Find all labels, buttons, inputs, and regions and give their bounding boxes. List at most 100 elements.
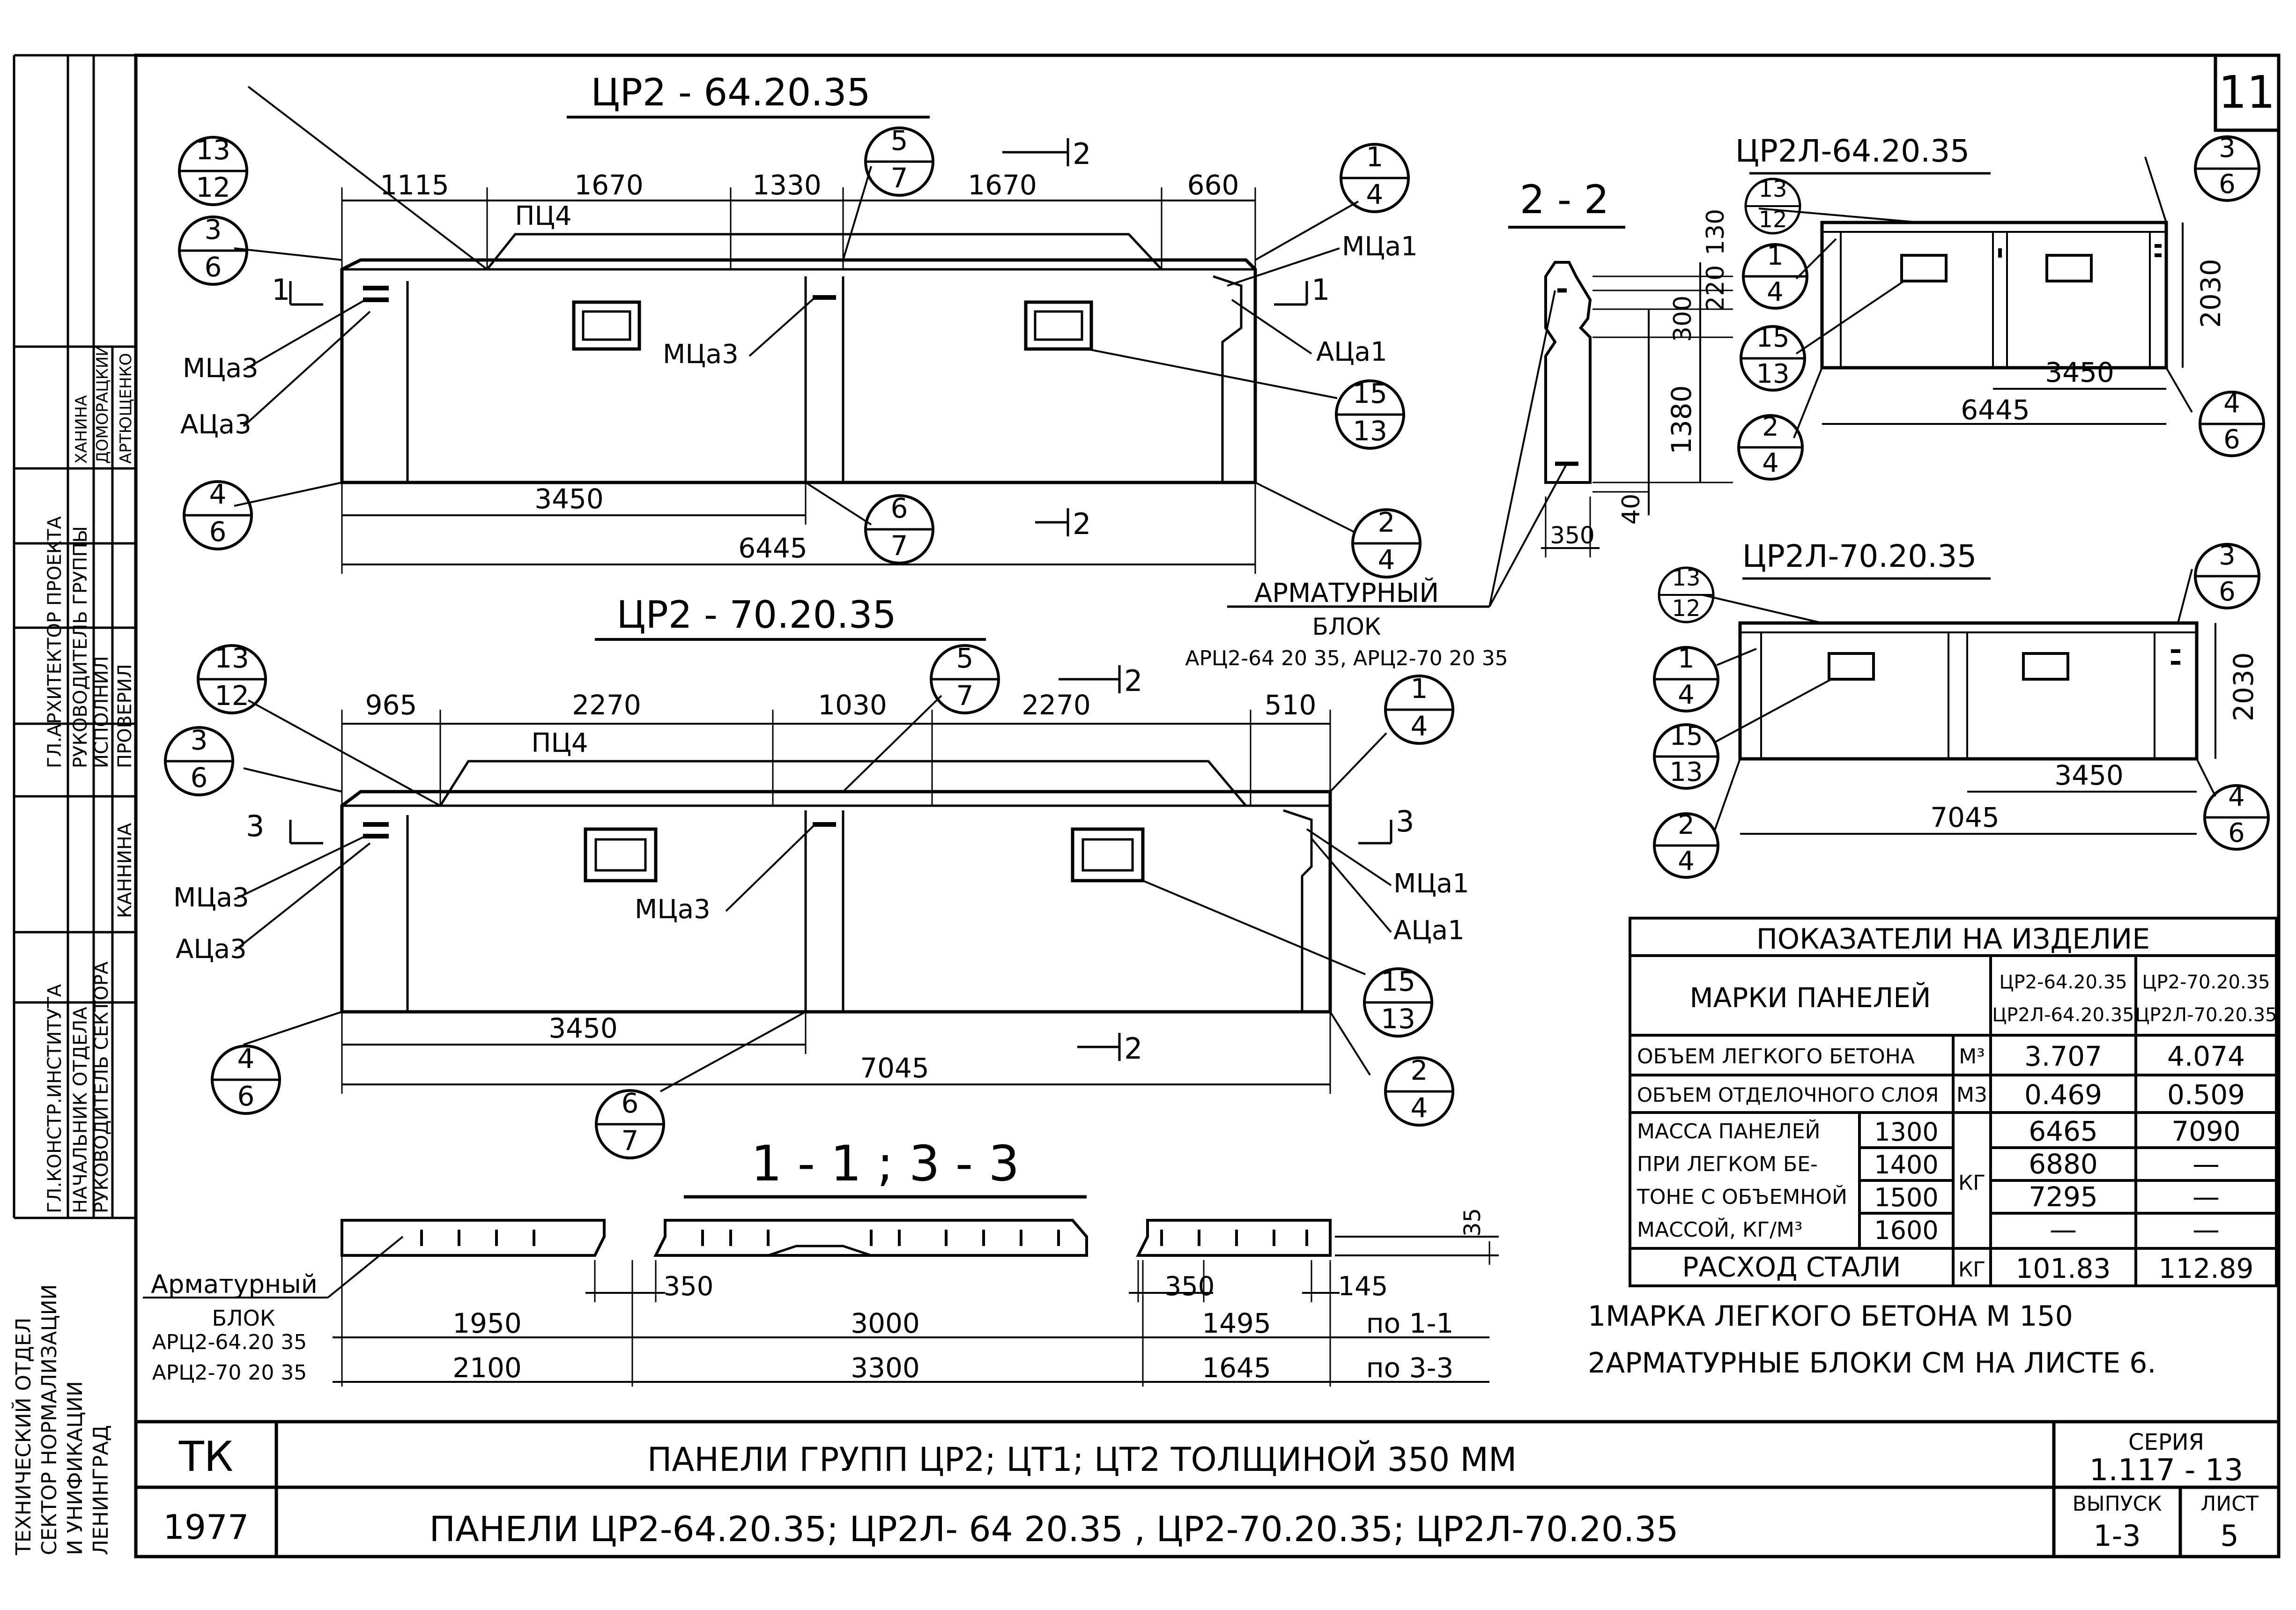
panel1-dim-total: 6445 <box>738 532 807 564</box>
panel1-dim-5: 660 <box>1187 169 1239 201</box>
indicators-row2-v2: 0.509 <box>2167 1079 2245 1111</box>
svg-text:6: 6 <box>2228 818 2245 848</box>
indicators-mass-3-v2: — <box>2192 1181 2220 1213</box>
section11-armature-mark2: АРЦ2-70 20 35 <box>152 1361 307 1385</box>
indicators-row2-label: ОБЪЕМ ОТДЕЛОЧНОГО СЛОЯ <box>1637 1083 1939 1106</box>
section22-armature-marks: АРЦ2-64 20 35, АРЦ2-70 20 35 <box>1185 646 1508 670</box>
svg-text:5: 5 <box>956 642 974 674</box>
svg-text:7: 7 <box>891 162 908 194</box>
svg-text:2: 2 <box>1411 1054 1428 1086</box>
panel1-sec-1b: 1 <box>1311 273 1330 307</box>
sheet-number-box <box>2214 53 2281 132</box>
svg-text:6: 6 <box>191 762 208 794</box>
stamp-name-3: ДОМОРАЦКИЙ <box>93 344 112 464</box>
panel-cr2l-70: ЦР2Л-70.20.35 3450 7045 2030 13 12 <box>1653 538 2270 879</box>
section22-dim-40: 40 <box>1617 494 1645 525</box>
svg-text:6: 6 <box>2219 169 2236 200</box>
indicators-marks-label: МАРКИ ПАНЕЛЕЙ <box>1690 981 1931 1014</box>
panel4-bubble-15-13: 15 13 <box>1653 721 1719 790</box>
stamp-name-4: АРТЮЩЕНКО <box>117 353 135 464</box>
svg-text:13: 13 <box>1758 176 1787 202</box>
svg-text:13: 13 <box>1353 415 1387 447</box>
indicators-mass-1-v2: 7090 <box>2171 1115 2241 1147</box>
panel4-bubble-1-4: 1 4 <box>1653 644 1719 712</box>
svg-text:3: 3 <box>191 724 208 756</box>
svg-text:7: 7 <box>891 530 908 562</box>
panel1-ptsch: ПЦ4 <box>515 201 571 231</box>
panel3-dim-total: 6445 <box>1961 394 2030 426</box>
panel2-label-aca1: АЦа1 <box>1393 915 1465 946</box>
svg-text:4: 4 <box>1762 448 1779 478</box>
panel2-title: ЦР2 - 70.20.35 <box>616 593 896 637</box>
panel3-bubble-13-12: 13 12 <box>1744 176 1801 235</box>
indicators-col1-a: ЦР2-64.20.35 <box>1999 972 2127 993</box>
svg-text:6: 6 <box>237 1080 255 1112</box>
stamp-role-1: ГЛ.АРХИТЕКТОР ПРОЕКТА <box>44 516 66 768</box>
indicators-col1-b: ЦР2Л-64.20.35 <box>1992 1004 2134 1026</box>
panel3-bubble-15-13: 15 13 <box>1740 323 1806 392</box>
indicators-mass-line3: ТОНЕ С ОБЪЕМНОЙ <box>1637 1184 1847 1209</box>
panel2-dim-4: 2270 <box>1022 689 1091 721</box>
svg-text:2: 2 <box>1762 412 1779 442</box>
panel1-bubble-1-4: 1 4 <box>1340 141 1410 213</box>
section11-title: 1 - 1 ; 3 - 3 <box>751 1135 1019 1192</box>
panel4-dim-3450: 3450 <box>2054 759 2124 791</box>
title-block-title2: ПАНЕЛИ ЦР2-64.20.35; ЦР2Л- 64 20.35 , ЦР… <box>429 1509 1678 1550</box>
svg-text:15: 15 <box>1381 965 1415 997</box>
panel1-sec-1a: 1 <box>272 273 290 307</box>
panel2-dim-2: 2270 <box>572 689 641 721</box>
note-2: 2АРМАТУРНЫЕ БЛОКИ СМ НА ЛИСТЕ 6. <box>1588 1347 2156 1380</box>
svg-text:12: 12 <box>196 171 230 203</box>
title-block-sheet-label: ЛИСТ <box>2200 1492 2259 1516</box>
section-1-1-3-3: 1 - 1 ; 3 - 3 <box>143 1135 1499 1387</box>
panel3-bubble-4-6: 4 6 <box>2199 388 2265 457</box>
svg-text:12: 12 <box>215 680 249 712</box>
indicators-row1-unit: М³ <box>1959 1045 1985 1068</box>
indicators-density-3: 1500 <box>1874 1183 1938 1212</box>
svg-text:7: 7 <box>956 680 974 712</box>
panel1-bubble-4-6: 4 6 <box>183 478 253 550</box>
svg-text:13: 13 <box>1381 1003 1415 1035</box>
svg-text:13: 13 <box>1756 359 1789 389</box>
indicators-density-2: 1400 <box>1874 1150 1938 1180</box>
panel1-label-aca3: АЦа3 <box>180 409 252 440</box>
svg-text:15: 15 <box>1353 378 1387 409</box>
title-block-year: 1977 <box>163 1507 249 1547</box>
section11-dim-350a: 350 <box>664 1271 714 1302</box>
indicators-steel-v1: 101.83 <box>2016 1253 2111 1284</box>
svg-text:3: 3 <box>205 214 222 245</box>
svg-text:6: 6 <box>891 492 908 524</box>
panel2-dim-1: 965 <box>365 689 417 721</box>
section11-row1-c: 1495 <box>1202 1307 1271 1339</box>
panel2-bubble-2-4: 2 4 <box>1384 1054 1454 1127</box>
panel3-dim-3450: 3450 <box>2045 356 2114 388</box>
panel2-label-mca3b: МЦа3 <box>635 894 711 925</box>
indicators-mass-line1: МАССА ПАНЕЛЕЙ <box>1637 1119 1820 1143</box>
section11-armature-mark1: АРЦ2-64.20 35 <box>152 1330 307 1354</box>
svg-text:3: 3 <box>2219 541 2236 571</box>
panel2-dim-total: 7045 <box>860 1052 929 1084</box>
panel4-dim-height: 2030 <box>2228 652 2259 721</box>
panel4-bubble-2-4: 2 4 <box>1653 810 1719 879</box>
svg-text:4: 4 <box>1366 178 1384 210</box>
panel2-dim-3: 1030 <box>818 689 887 721</box>
panel2-bubble-4-6: 4 6 <box>211 1043 281 1115</box>
svg-text:15: 15 <box>1756 323 1789 353</box>
indicators-steel-label: РАСХОД СТАЛИ <box>1682 1251 1901 1283</box>
panel-cr2l-64: ЦР2Л-64.20.35 3450 6445 2030 13 12 <box>1735 133 2265 481</box>
indicators-row2-v1: 0.469 <box>2024 1079 2102 1111</box>
title-block-issue-label: ВЫПУСК <box>2073 1492 2162 1516</box>
sheet-frame <box>134 53 2281 1558</box>
panel1-dim-3: 1330 <box>752 169 822 201</box>
svg-text:6: 6 <box>622 1087 639 1119</box>
section11-dim-35: 35 <box>1459 1208 1486 1237</box>
indicators-mass-3-v1: 7295 <box>2029 1181 2098 1213</box>
indicators-mass-line4: МАССОЙ, КГ/М³ <box>1637 1217 1803 1242</box>
panel4-bubble-4-6: 4 6 <box>2203 782 2270 851</box>
panel2-sec-3b: 3 <box>1396 804 1414 838</box>
indicators-density-1: 1300 <box>1874 1117 1938 1147</box>
indicators-row1-v1: 3.707 <box>2024 1040 2102 1072</box>
panel2-bubble-5-7: 5 7 <box>930 642 1000 714</box>
panel2-bubble-1-4: 1 4 <box>1384 673 1454 745</box>
svg-text:2: 2 <box>1678 810 1695 840</box>
